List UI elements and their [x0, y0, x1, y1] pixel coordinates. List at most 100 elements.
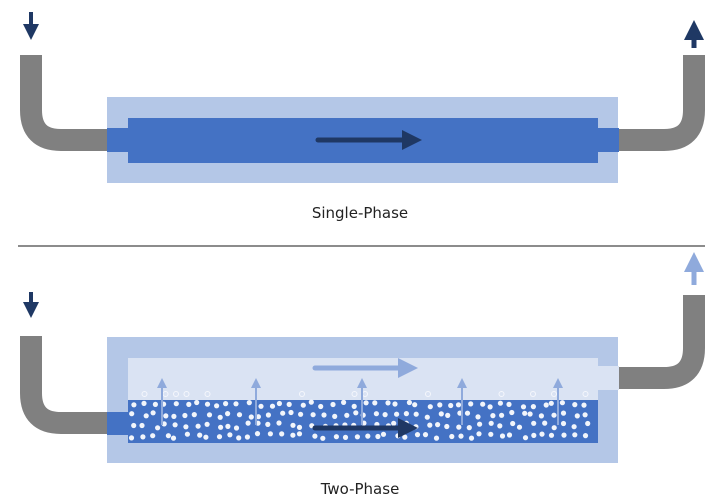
bubble: [480, 401, 486, 407]
bubble: [194, 399, 200, 406]
bubble: [204, 391, 211, 397]
bubble: [574, 413, 580, 419]
bubble: [206, 412, 213, 418]
bubble: [581, 402, 587, 408]
bubble: [183, 424, 189, 430]
bubble: [312, 433, 318, 439]
bubble: [509, 409, 515, 416]
bubble: [227, 432, 233, 438]
bubble: [332, 413, 338, 419]
bubble: [497, 400, 503, 406]
bubble: [497, 423, 503, 429]
bubble: [300, 402, 306, 408]
bubble: [582, 391, 589, 397]
bubble: [197, 432, 203, 438]
bubble: [163, 413, 169, 419]
bubble: [445, 412, 451, 418]
bubble: [543, 402, 549, 408]
bubble: [276, 420, 282, 426]
bubble: [477, 421, 483, 427]
bubble: [548, 432, 555, 438]
bubble: [380, 431, 387, 437]
bubble: [143, 413, 149, 419]
bubble: [458, 433, 464, 439]
bubble: [539, 431, 545, 437]
bubble: [487, 404, 493, 410]
bubble: [531, 432, 537, 438]
bubble: [223, 401, 229, 407]
bubble: [435, 422, 441, 428]
bubble: [444, 423, 450, 430]
bubble: [131, 402, 137, 408]
bubble: [425, 391, 431, 397]
bubble: [427, 404, 433, 410]
bubble: [152, 401, 158, 407]
bubble: [244, 434, 250, 440]
inlet-stub: [107, 128, 129, 152]
bubble: [170, 435, 177, 441]
inlet-pipe: [20, 336, 110, 434]
bubble: [363, 400, 369, 406]
bubble: [318, 403, 324, 410]
bubble: [286, 401, 292, 407]
bubble: [560, 420, 567, 427]
bubble: [530, 391, 536, 397]
bubble: [516, 424, 523, 430]
bubble: [296, 431, 303, 437]
bubble: [225, 423, 231, 429]
bubble: [141, 400, 147, 406]
bubble: [422, 432, 429, 438]
bubble: [571, 424, 577, 430]
bubble: [572, 432, 578, 438]
bubble: [204, 421, 210, 427]
bubble: [171, 413, 177, 419]
bubble: [344, 412, 350, 418]
bubble: [413, 424, 419, 430]
bubble: [320, 435, 326, 441]
bubble: [233, 401, 239, 407]
bubble: [585, 420, 591, 427]
bubble: [498, 391, 505, 397]
bubble: [394, 411, 400, 417]
bubble: [186, 401, 192, 407]
bubble: [218, 424, 224, 430]
bubble: [342, 434, 349, 440]
bubble: [155, 425, 161, 431]
bubble: [559, 400, 566, 406]
bubble: [333, 434, 339, 440]
bubble: [531, 420, 537, 426]
bubble: [488, 420, 494, 426]
bubble: [551, 391, 557, 397]
bubble: [530, 404, 537, 410]
bubble: [506, 432, 513, 438]
bubble: [308, 399, 314, 405]
bubble: [391, 420, 397, 426]
single-phase-label: Single-Phase: [312, 204, 408, 222]
bubble: [542, 420, 548, 426]
bubble: [522, 435, 529, 441]
bubble: [490, 413, 496, 419]
bubble: [290, 422, 296, 428]
bubble: [236, 435, 242, 441]
bubble: [183, 391, 190, 397]
bubble: [403, 411, 409, 417]
outlet-stub: [597, 128, 619, 152]
bubble: [499, 433, 506, 439]
inlet-stub: [107, 412, 129, 435]
bubble: [269, 403, 276, 409]
bubble: [276, 400, 282, 407]
bubble: [290, 432, 296, 438]
bubble: [139, 422, 145, 429]
bubble: [341, 399, 347, 405]
outlet-pipe: [615, 55, 705, 151]
bubble: [299, 391, 305, 397]
bubble: [488, 431, 494, 437]
bubble: [395, 433, 401, 439]
bubble: [548, 400, 554, 406]
bubble: [520, 404, 527, 410]
bubble: [373, 411, 379, 417]
bubble: [265, 412, 271, 418]
bubble: [351, 391, 358, 397]
bubble: [141, 391, 148, 397]
bubble: [448, 402, 454, 409]
